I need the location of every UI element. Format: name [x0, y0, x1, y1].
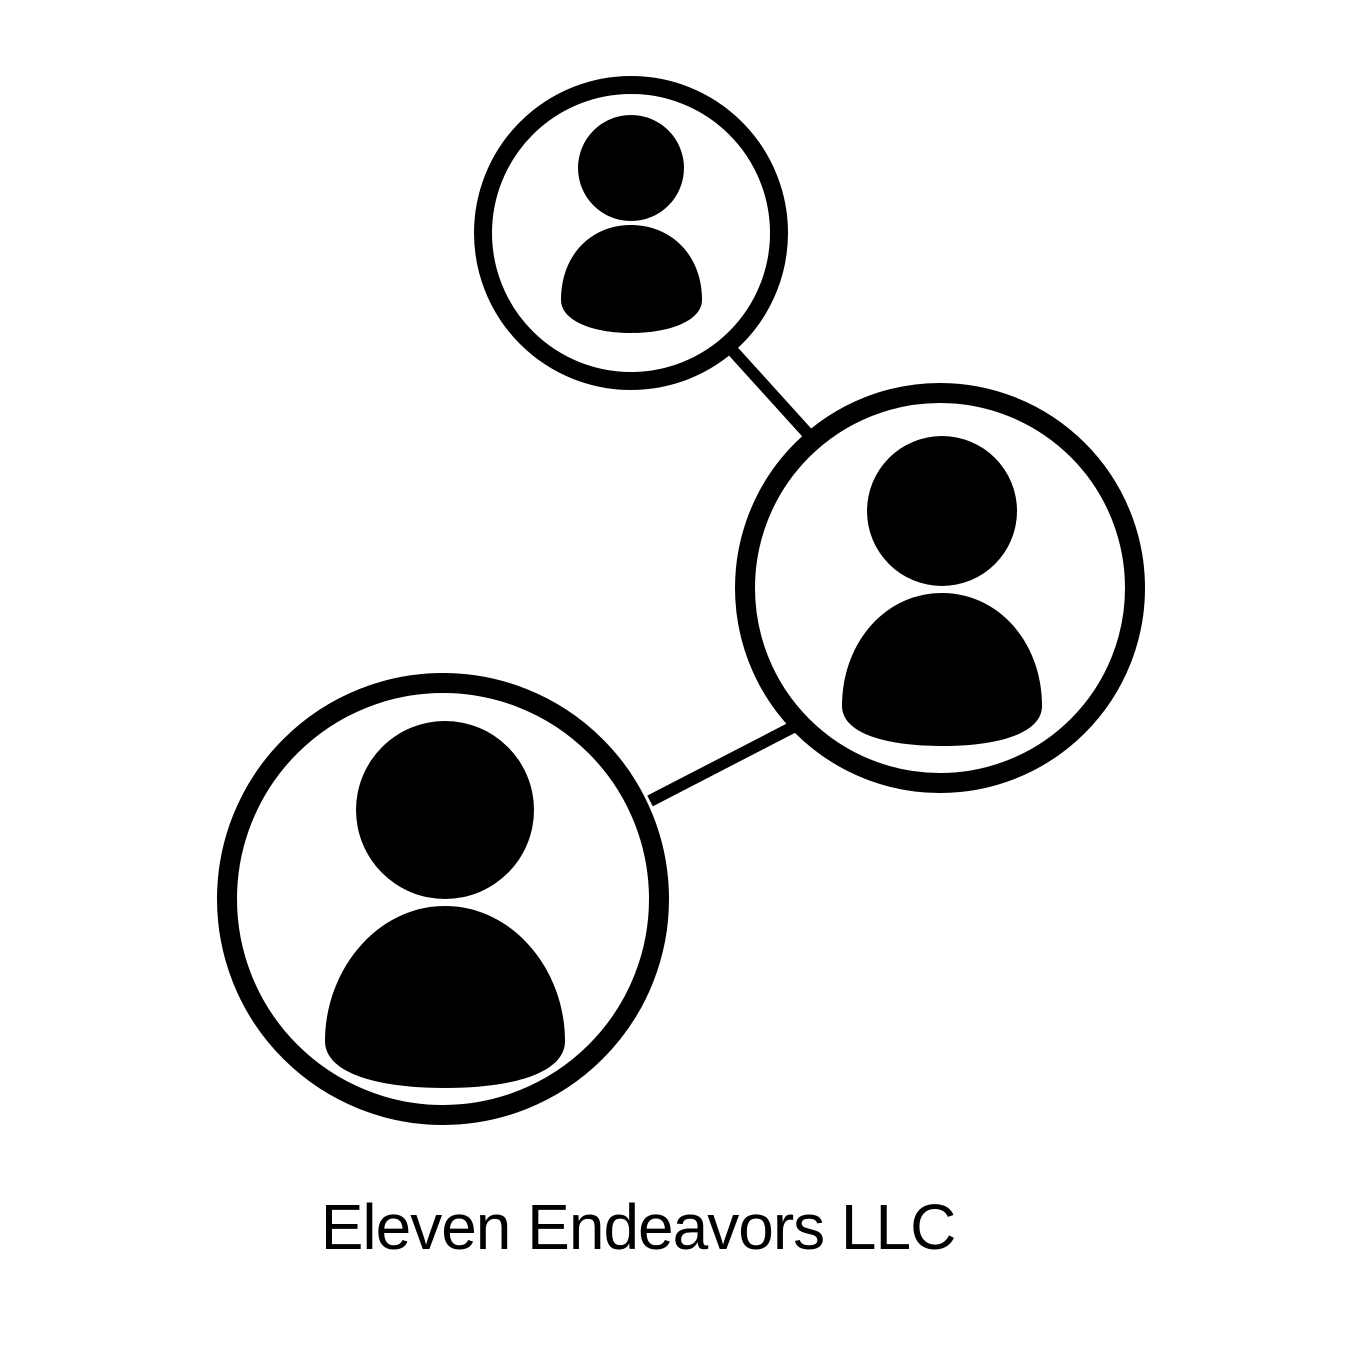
- user-node-small: [474, 76, 788, 390]
- user-node-medium: [735, 383, 1145, 793]
- connector-line-top: [727, 345, 814, 440]
- user-icon: [561, 115, 702, 333]
- user-node-large: [217, 673, 669, 1125]
- user-icon: [842, 436, 1042, 746]
- connector-line-bottom: [647, 719, 800, 807]
- company-name: Eleven Endeavors LLC: [320, 1191, 957, 1263]
- user-icon: [325, 721, 565, 1088]
